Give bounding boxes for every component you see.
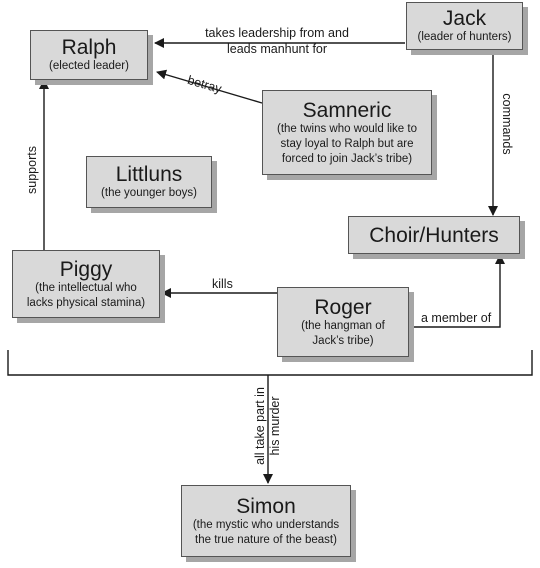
label-jack-ralph: takes leadership from and leads manhunt … (205, 26, 349, 56)
node-piggy-title: Piggy (59, 257, 113, 281)
node-roger-title: Roger (314, 295, 372, 319)
node-simon-subtitle: (the mystic who understands the true nat… (192, 518, 340, 546)
node-piggy: Piggy (the intellectual who lacks physic… (12, 250, 160, 318)
node-samneric-title: Samneric (302, 98, 392, 122)
label-jack-choir: commands (500, 93, 514, 155)
node-littluns: Littluns (the younger boys) (86, 156, 212, 208)
node-jack-subtitle: (leader of hunters) (417, 31, 512, 43)
node-ralph: Ralph (elected leader) (30, 30, 148, 80)
node-ralph-title: Ralph (61, 36, 117, 59)
edge-roger-choir (410, 254, 505, 328)
label-piggy-ralph: supports (25, 146, 39, 194)
node-roger-subtitle: (the hangman of Jack’s tribe) (301, 319, 385, 347)
edge-samneric-ralph (156, 69, 263, 104)
label-roger-choir: a member of (421, 311, 492, 325)
label-roger-piggy: kills (212, 277, 233, 291)
node-jack: Jack (leader of hunters) (406, 2, 523, 50)
node-choir: Choir/Hunters (348, 216, 520, 254)
node-simon-title: Simon (236, 494, 296, 518)
node-samneric-subtitle: (the twins who would like to stay loyal … (277, 122, 417, 165)
node-jack-title: Jack (442, 7, 487, 30)
node-littluns-title: Littluns (115, 163, 183, 186)
group-bracket (7, 350, 533, 376)
node-piggy-subtitle: (the intellectual who lacks physical sta… (26, 281, 146, 309)
node-ralph-subtitle: (elected leader) (49, 60, 129, 72)
node-simon: Simon (the mystic who understands the tr… (181, 485, 351, 557)
label-all-simon: all take part in his murder (253, 387, 282, 465)
node-choir-title: Choir/Hunters (369, 223, 499, 247)
node-roger: Roger (the hangman of Jack’s tribe) (277, 287, 409, 357)
node-samneric: Samneric (the twins who would like to st… (262, 90, 432, 175)
node-littluns-subtitle: (the younger boys) (101, 187, 197, 199)
